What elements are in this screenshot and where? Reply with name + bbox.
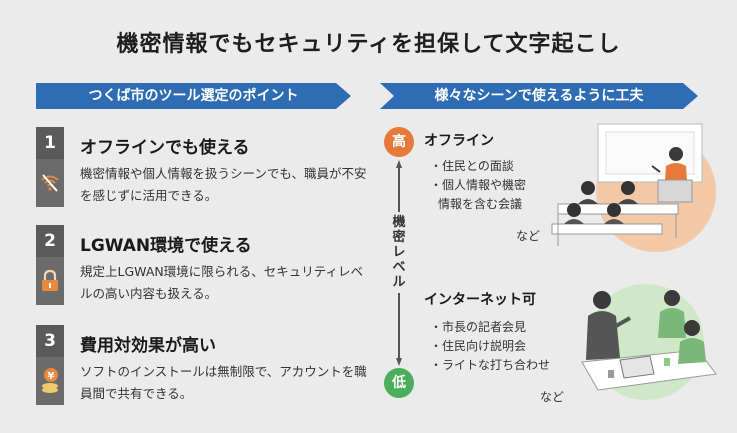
point-1-body: 機密情報や個人情報を扱うシーンでも、職員が不安を感じずに活用できる。 <box>80 166 367 203</box>
list-item: 情報を含む会議 <box>438 197 523 211</box>
scenes-banner: 様々なシーンで使えるように工夫 <box>380 83 698 109</box>
list-item: ・住民との面談 <box>430 159 514 173</box>
point-3-number: 3 <box>36 325 64 357</box>
coins-yen-icon: ¥ <box>36 365 64 399</box>
axis-label: 機密レベル <box>389 212 409 293</box>
axis-label-char: 機 <box>392 215 406 230</box>
casual-meeting-illustration <box>581 284 717 400</box>
point-2: 2 LGWAN環境で使える 規定上LGWAN環境に限られる、セキュリティレベルの… <box>36 225 366 305</box>
point-1: 1 オフラインでも使える 機密情報や個人情報を扱うシーンでも、職員が不安を感じず… <box>36 127 367 207</box>
level-high-badge: 高 <box>384 127 414 157</box>
axis-label-vertical: 機密レベル <box>389 215 409 290</box>
point-3: 3 ¥ 費用対効果が高い ソフトのインストールは無制限で、アカウントを職員間で共… <box>36 325 367 405</box>
point-1-number: 1 <box>36 127 64 159</box>
meeting-illustration <box>551 123 716 252</box>
scene-offline-list: ・住民との面談 ・個人情報や機密 情報を含む会議 <box>430 157 526 214</box>
list-item: ・個人情報や機密 <box>430 178 527 192</box>
scene-offline-etc: など <box>516 229 541 243</box>
points-banner: つくば市のツール選定のポイント <box>36 83 351 109</box>
scene-online-title: インターネット可 <box>424 292 536 308</box>
svg-text:¥: ¥ <box>48 371 55 382</box>
axis-label-char: ベ <box>392 260 406 275</box>
page-title: 機密情報でもセキュリティを担保して文字起こし <box>116 32 621 57</box>
wifi-off-icon <box>36 171 64 197</box>
scene-offline-title: オフライン <box>424 133 494 149</box>
point-2-heading: LGWAN環境で使える <box>80 236 252 256</box>
axis-label-char: レ <box>392 245 406 260</box>
list-item: ・住民向け説明会 <box>430 339 527 353</box>
point-1-heading: オフラインでも使える <box>80 138 250 158</box>
point-3-body: ソフトのインストールは無制限で、アカウントを職員間で共有できる。 <box>80 364 367 401</box>
point-2-number: 2 <box>36 225 64 257</box>
point-2-body: 規定上LGWAN環境に限られる、セキュリティレベルの高い内容も扱える。 <box>80 264 363 301</box>
lock-icon <box>36 269 64 297</box>
level-low-badge: 低 <box>384 368 414 398</box>
scene-online-list: ・市長の記者会見 ・住民向け説明会 ・ライトな打ち合わせ <box>430 318 550 375</box>
scene-online-etc: など <box>540 390 565 404</box>
axis-label-text: 機密レベル <box>389 215 409 290</box>
axis-label-char: ル <box>392 275 406 290</box>
axis-label-char: 密 <box>392 230 406 245</box>
list-item: ・ライトな打ち合わせ <box>430 358 551 372</box>
list-item: ・市長の記者会見 <box>430 320 527 334</box>
point-3-heading: 費用対効果が高い <box>80 336 216 356</box>
